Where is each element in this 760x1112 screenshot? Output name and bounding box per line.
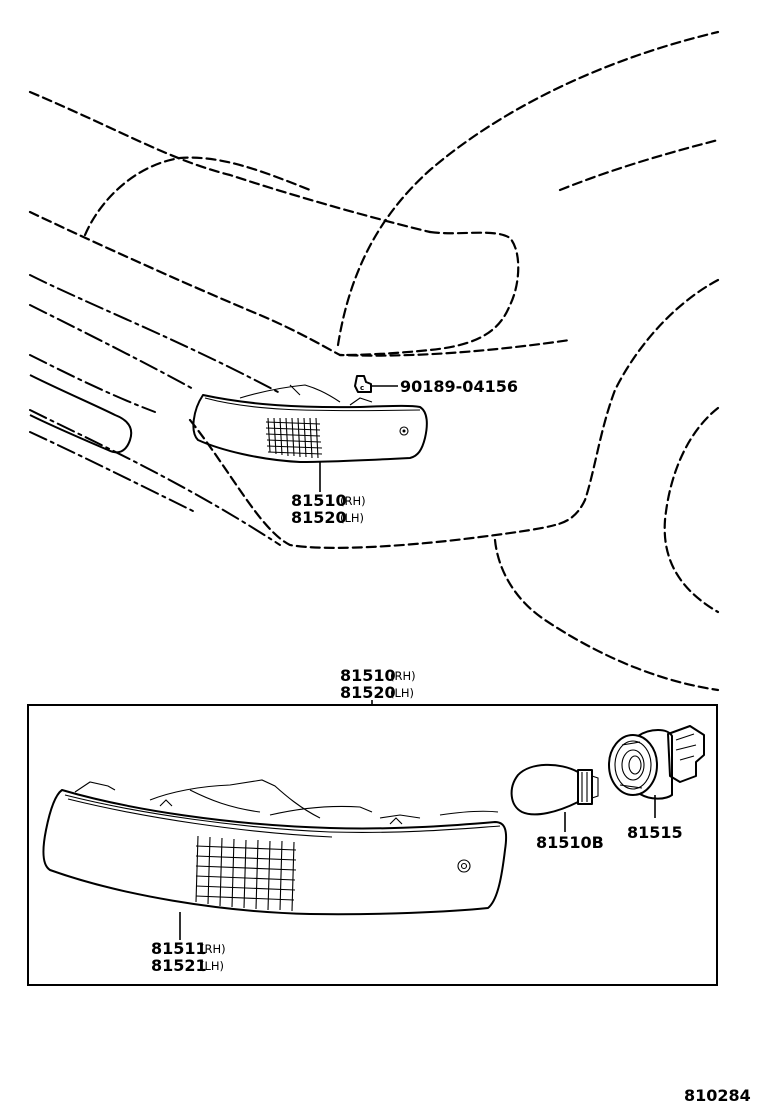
svg-text:(LH): (LH) xyxy=(200,959,224,973)
svg-text:(LH): (LH) xyxy=(390,686,414,700)
svg-text:81521: 81521 xyxy=(151,956,207,975)
svg-text:(RH): (RH) xyxy=(340,494,366,508)
bulb-part-number: 81510B xyxy=(536,833,604,852)
svg-text:81510: 81510 xyxy=(291,491,347,510)
detail-box xyxy=(27,704,718,986)
vehicle-outline xyxy=(28,30,720,692)
assembly-callout-upper: 81510 (RH) 81520 (LH) xyxy=(291,491,366,527)
svg-text:(LH): (LH) xyxy=(340,511,364,525)
lens-grid-detail xyxy=(195,835,297,912)
clip-part-number: 90189-04156 xyxy=(400,377,518,396)
diagram-number: 810284 xyxy=(684,1086,751,1105)
lens-callout: 81511 (RH) 81521 (LH) xyxy=(151,939,226,975)
bulb-icon xyxy=(510,763,599,816)
svg-text:c: c xyxy=(360,384,364,392)
svg-text:81520: 81520 xyxy=(291,508,347,527)
lamp-lens-detail xyxy=(42,779,508,916)
socket-icon xyxy=(608,725,705,800)
svg-text:81510: 81510 xyxy=(340,666,396,685)
socket-part-number: 81515 xyxy=(627,823,683,842)
clip-icon: c xyxy=(354,375,372,393)
svg-text:(RH): (RH) xyxy=(200,942,226,956)
svg-text:(RH): (RH) xyxy=(390,669,416,683)
svg-text:81511: 81511 xyxy=(151,939,207,958)
turn-signal-lamp-installed xyxy=(192,384,428,463)
lens-grid-upper xyxy=(265,417,323,459)
svg-text:81520: 81520 xyxy=(340,683,396,702)
box-title: 81510 (RH) 81520 (LH) xyxy=(340,666,416,702)
